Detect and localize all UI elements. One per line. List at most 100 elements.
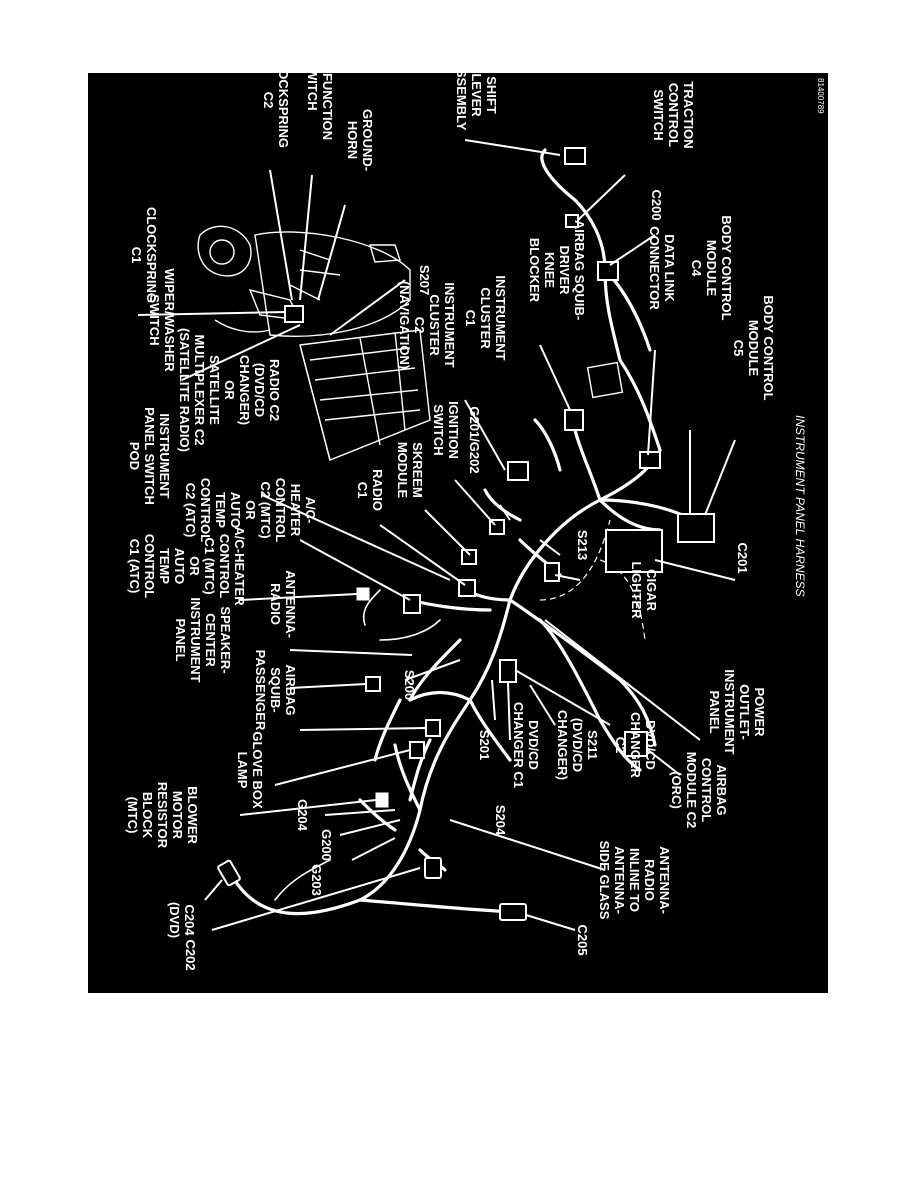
label-line: SHIFT (484, 76, 499, 114)
label-line: CONTROL (699, 758, 714, 822)
steering-column-sketch (197, 225, 411, 337)
label-c201: C201 (735, 542, 750, 573)
label-line: INSTRUMENT (442, 282, 457, 367)
label-line: (NAVIGATION) (397, 281, 412, 369)
label-line: CLUSTER (427, 294, 442, 356)
label-line: CLOCKSPRING (276, 52, 291, 148)
label-line: S204 (493, 805, 508, 836)
label-line: C1 (MTC) (202, 537, 217, 594)
label-line: A/C- (303, 497, 318, 524)
label-c204-dvd: C204(DVD) (167, 902, 197, 938)
label-line: C2 (412, 317, 427, 334)
label-line: CIGAR (644, 569, 659, 612)
label-line: SWITCH (305, 59, 320, 110)
label-line: CHANGER (628, 712, 643, 778)
label-body-control-module-c4: BODY CONTROLMODULEC4 (689, 215, 734, 320)
label-line: DRIVER (557, 245, 572, 295)
label-g204: G204 (295, 799, 310, 832)
label-line: LIGHTER (629, 561, 644, 619)
label-g201-g202: G201/G202 (467, 406, 482, 473)
label-line: POWER (752, 687, 767, 737)
label-airbag-squib-driver-knee-blocker: AIRBAG SQUIB-DRIVERKNEEBLOCKER (527, 220, 587, 320)
label-line: GROUND- (360, 109, 375, 171)
label-antenna-radio: ANTENNA-RADIO (268, 570, 298, 638)
label-line: INSTRUMENT (157, 413, 172, 498)
label-data-link-connector: DATA LINKCONNECTOR (647, 226, 677, 310)
label-line: BLOCKER (527, 238, 542, 303)
connector-airbag-passenger (425, 719, 441, 737)
label-line: INSTRUMENT (722, 669, 737, 754)
label-line: PANEL (173, 618, 188, 661)
connector-c202 (424, 857, 442, 879)
label-line: PASSENGER (253, 650, 268, 731)
label-s201: S201 (477, 730, 492, 760)
connector-traction (565, 214, 579, 228)
label-line: (SATELLITE RADIO) (177, 328, 192, 452)
connector-knee-blocker (564, 409, 584, 431)
label-dvd-cd-changer-c1: DVD/CDCHANGER C1 (511, 702, 541, 788)
label-line: (ORC) (669, 771, 684, 809)
connector-data-link (639, 451, 661, 469)
label-line: BLOWER (185, 786, 200, 844)
label-line: BODY CONTROL (761, 295, 776, 400)
label-s213: S213 (575, 530, 590, 560)
label-line: CONTROL (217, 534, 232, 598)
label-instrument-cluster-c2: INSTRUMENTCLUSTERC2(NAVIGATION) (397, 281, 457, 369)
connector-airbag-module-c2 (624, 731, 648, 757)
label-body-control-module-c5: BODY CONTROLMODULEC5 (731, 295, 776, 400)
label-ac-heater-control-c2: A/C-HEATERCONTROLC2 (MTC)ORAUTOTEMPCONTR… (183, 478, 318, 542)
label-line: C2 (ATC) (183, 483, 198, 538)
label-radio-c2-satellite-multiplexer: RADIO C2(DVD/CDCHANGER)ORSATELLITEMULTIP… (177, 328, 282, 452)
label-wiper-washer-switch: WIPER/WASHERSWITCH (147, 268, 177, 372)
label-line: MODULE (395, 442, 410, 499)
label-line: CHANGER) (237, 355, 252, 425)
label-cigar-lighter: CIGARLIGHTER (629, 561, 659, 619)
label-line: SIDE GLASS (597, 841, 612, 920)
label-line: C2 (261, 92, 276, 109)
label-line: (DVD/CD (570, 718, 585, 772)
label-line: AUTO (228, 492, 243, 529)
label-s204: S204 (493, 805, 508, 836)
instrument-cluster-sketch (299, 329, 624, 461)
component-labels: CLOCKSPRINGC2 MULTI-FUNCTIONSWITCH GROUN… (125, 30, 776, 971)
label-line: IGNITION (446, 401, 461, 459)
label-line: AIRBAG SQUIB- (572, 220, 587, 320)
harness-wires (228, 148, 702, 916)
label-power-outlet-instrument-panel: POWEROUTLET-INSTRUMENTPANEL (707, 669, 767, 754)
label-ac-heater-control-c1: A/C-HEATERCONTROLC1 (MTC)ORAUTOTEMPCONTR… (127, 526, 247, 606)
label-c200: C200 (649, 189, 664, 220)
connector-clockspring-c1 (284, 305, 304, 323)
label-blower-motor-resistor-block: BLOWERMOTORRESISTORBLOCK(MTC) (125, 782, 200, 849)
label-line: A/C-HEATER (232, 526, 247, 606)
label-line: SKREEM (410, 442, 425, 498)
label-line: INLINE TO (627, 848, 642, 912)
connector-dvd-c1 (499, 659, 517, 683)
label-c205: C205 (575, 924, 590, 955)
connector-ac-c1 (356, 587, 370, 601)
connector-skreem (461, 549, 477, 565)
label-line: S200 (402, 670, 417, 700)
label-line: RADIO (642, 859, 657, 901)
label-line: MULTIPLEXER C2 (192, 335, 207, 446)
label-line: (DVD/CD (252, 363, 267, 417)
label-clockspring-c1: CLOCKSPRINGC1 (129, 207, 159, 303)
connector-c204 (217, 859, 241, 887)
label-line: SWITCH (147, 294, 162, 345)
label-line: LAMP (235, 752, 250, 789)
connectors (217, 147, 715, 921)
label-line: CONTROL (142, 534, 157, 598)
label-antenna-radio-inline-side-glass: ANTENNA-RADIOINLINE TOANTENNA-SIDE GLASS (597, 841, 672, 920)
label-line: C204 (182, 904, 197, 936)
label-line: ANTENNA- (612, 846, 627, 914)
label-airbag-control-module-c2: AIRBAGCONTROLMODULE C2(ORC) (669, 752, 729, 829)
label-line: RADIO (268, 583, 283, 625)
label-dvd-cd-changer-c2: DVD/CDCHANGERC2 (613, 712, 658, 778)
label-ground-horn: GROUND-HORN (345, 109, 375, 171)
label-multi-function-switch: MULTI-FUNCTIONSWITCH (305, 30, 335, 140)
label-line: DVD/CD (526, 720, 541, 770)
label-g203: G203 (309, 864, 324, 896)
label-line: TEMP (157, 548, 172, 584)
label-line: CLOCKSPRING (144, 207, 159, 303)
label-line: (MTC) (125, 797, 140, 834)
label-line: PANEL (707, 690, 722, 733)
